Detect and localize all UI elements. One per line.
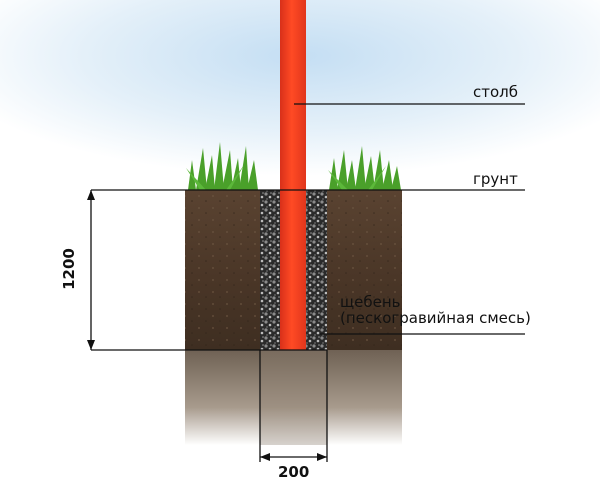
subsoil-under-pit xyxy=(260,350,327,445)
depth-dimension-label: 1200 xyxy=(59,248,78,290)
width-dimension-label: 200 xyxy=(278,463,310,481)
post-label: столб xyxy=(473,83,518,101)
subsoil xyxy=(185,350,402,445)
width-arrow-right xyxy=(317,453,327,461)
soil-label: грунт xyxy=(473,170,518,188)
soil-right-texture xyxy=(327,190,402,350)
soil-left-texture xyxy=(185,190,260,350)
depth-arrow-bottom xyxy=(87,340,95,350)
depth-arrow-top xyxy=(87,190,95,200)
post xyxy=(280,0,306,350)
grass-left xyxy=(186,142,258,190)
gravel-label-line2: (пескогравийная смесь) xyxy=(340,309,531,327)
width-arrow-left xyxy=(260,453,270,461)
gravel-label-line1: щебень xyxy=(340,293,401,311)
grass-right xyxy=(328,146,401,190)
